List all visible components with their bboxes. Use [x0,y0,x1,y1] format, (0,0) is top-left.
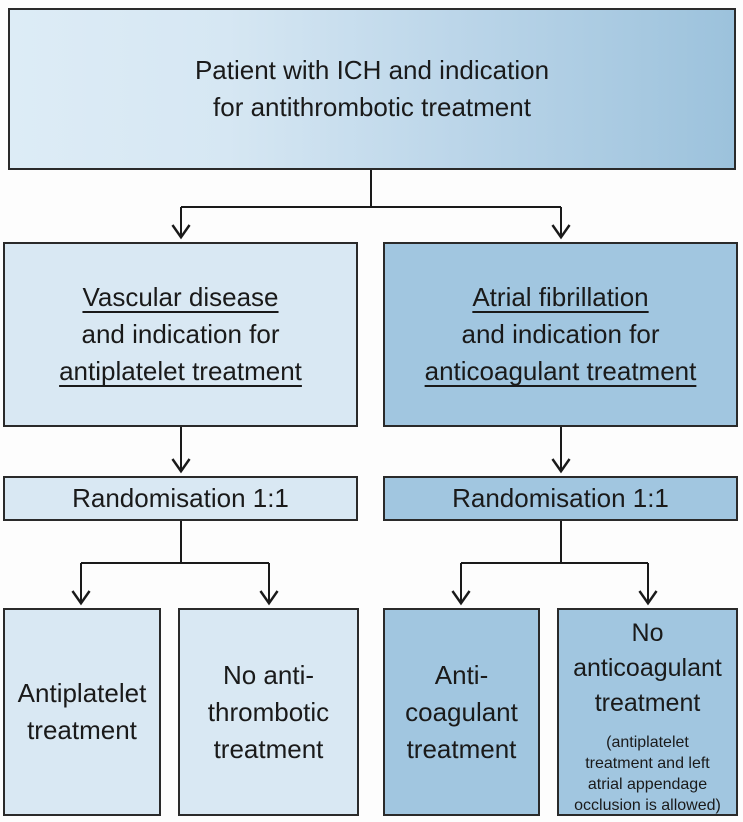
node-line: coagulant [405,696,518,727]
note-line: occlusion is allowed) [574,797,721,814]
node-antiplatelet-treatment: Antiplatelet treatment [3,608,161,816]
node-line: anticoagulant [573,654,722,682]
node-anticoagulant-treatment: Anti- coagulant treatment [383,608,540,816]
node-line: for antithrombotic treatment [213,92,531,122]
node-patient-ich: Patient with ICH and indication for anti… [8,8,736,170]
node-note: (antiplatelet treatment and left atrial … [574,732,721,816]
node-line: treatment [213,733,324,764]
node-line: Anti- [434,659,489,690]
node-randomisation-left: Randomisation 1:1 [3,476,358,521]
node-no-anticoagulant-treatment: No anticoagulant treatment (antiplatelet… [557,608,738,816]
node-line: Randomisation 1:1 [72,483,289,513]
node-line: anticoagulant treatment [424,356,697,386]
node-line: Randomisation 1:1 [452,483,669,513]
node-line: treatment [594,689,701,717]
node-line: Patient with ICH and indication [194,55,550,85]
node-no-antithrombotic-treatment: No anti- thrombotic treatment [178,608,359,816]
note-line: treatment and left [585,755,710,772]
node-line: Vascular disease [82,282,279,312]
node-line: treatment [406,733,517,764]
node-line: Antiplatelet [17,678,147,708]
node-line: No [631,619,664,647]
node-atrial-fibrillation: Atrial fibrillation and indication for a… [383,242,738,427]
node-line: No anti- [222,659,315,690]
node-line: and indication for [81,319,280,349]
note-line: (antiplatelet [606,734,689,751]
node-line: thrombotic [207,696,330,727]
node-line: antiplatelet treatment [59,356,302,386]
node-line: Atrial fibrillation [472,282,649,312]
note-line: atrial appendage [587,776,708,793]
node-line: and indication for [461,319,660,349]
node-randomisation-right: Randomisation 1:1 [383,476,738,521]
node-vascular-disease: Vascular disease and indication for anti… [3,242,358,427]
node-line: treatment [27,715,137,745]
